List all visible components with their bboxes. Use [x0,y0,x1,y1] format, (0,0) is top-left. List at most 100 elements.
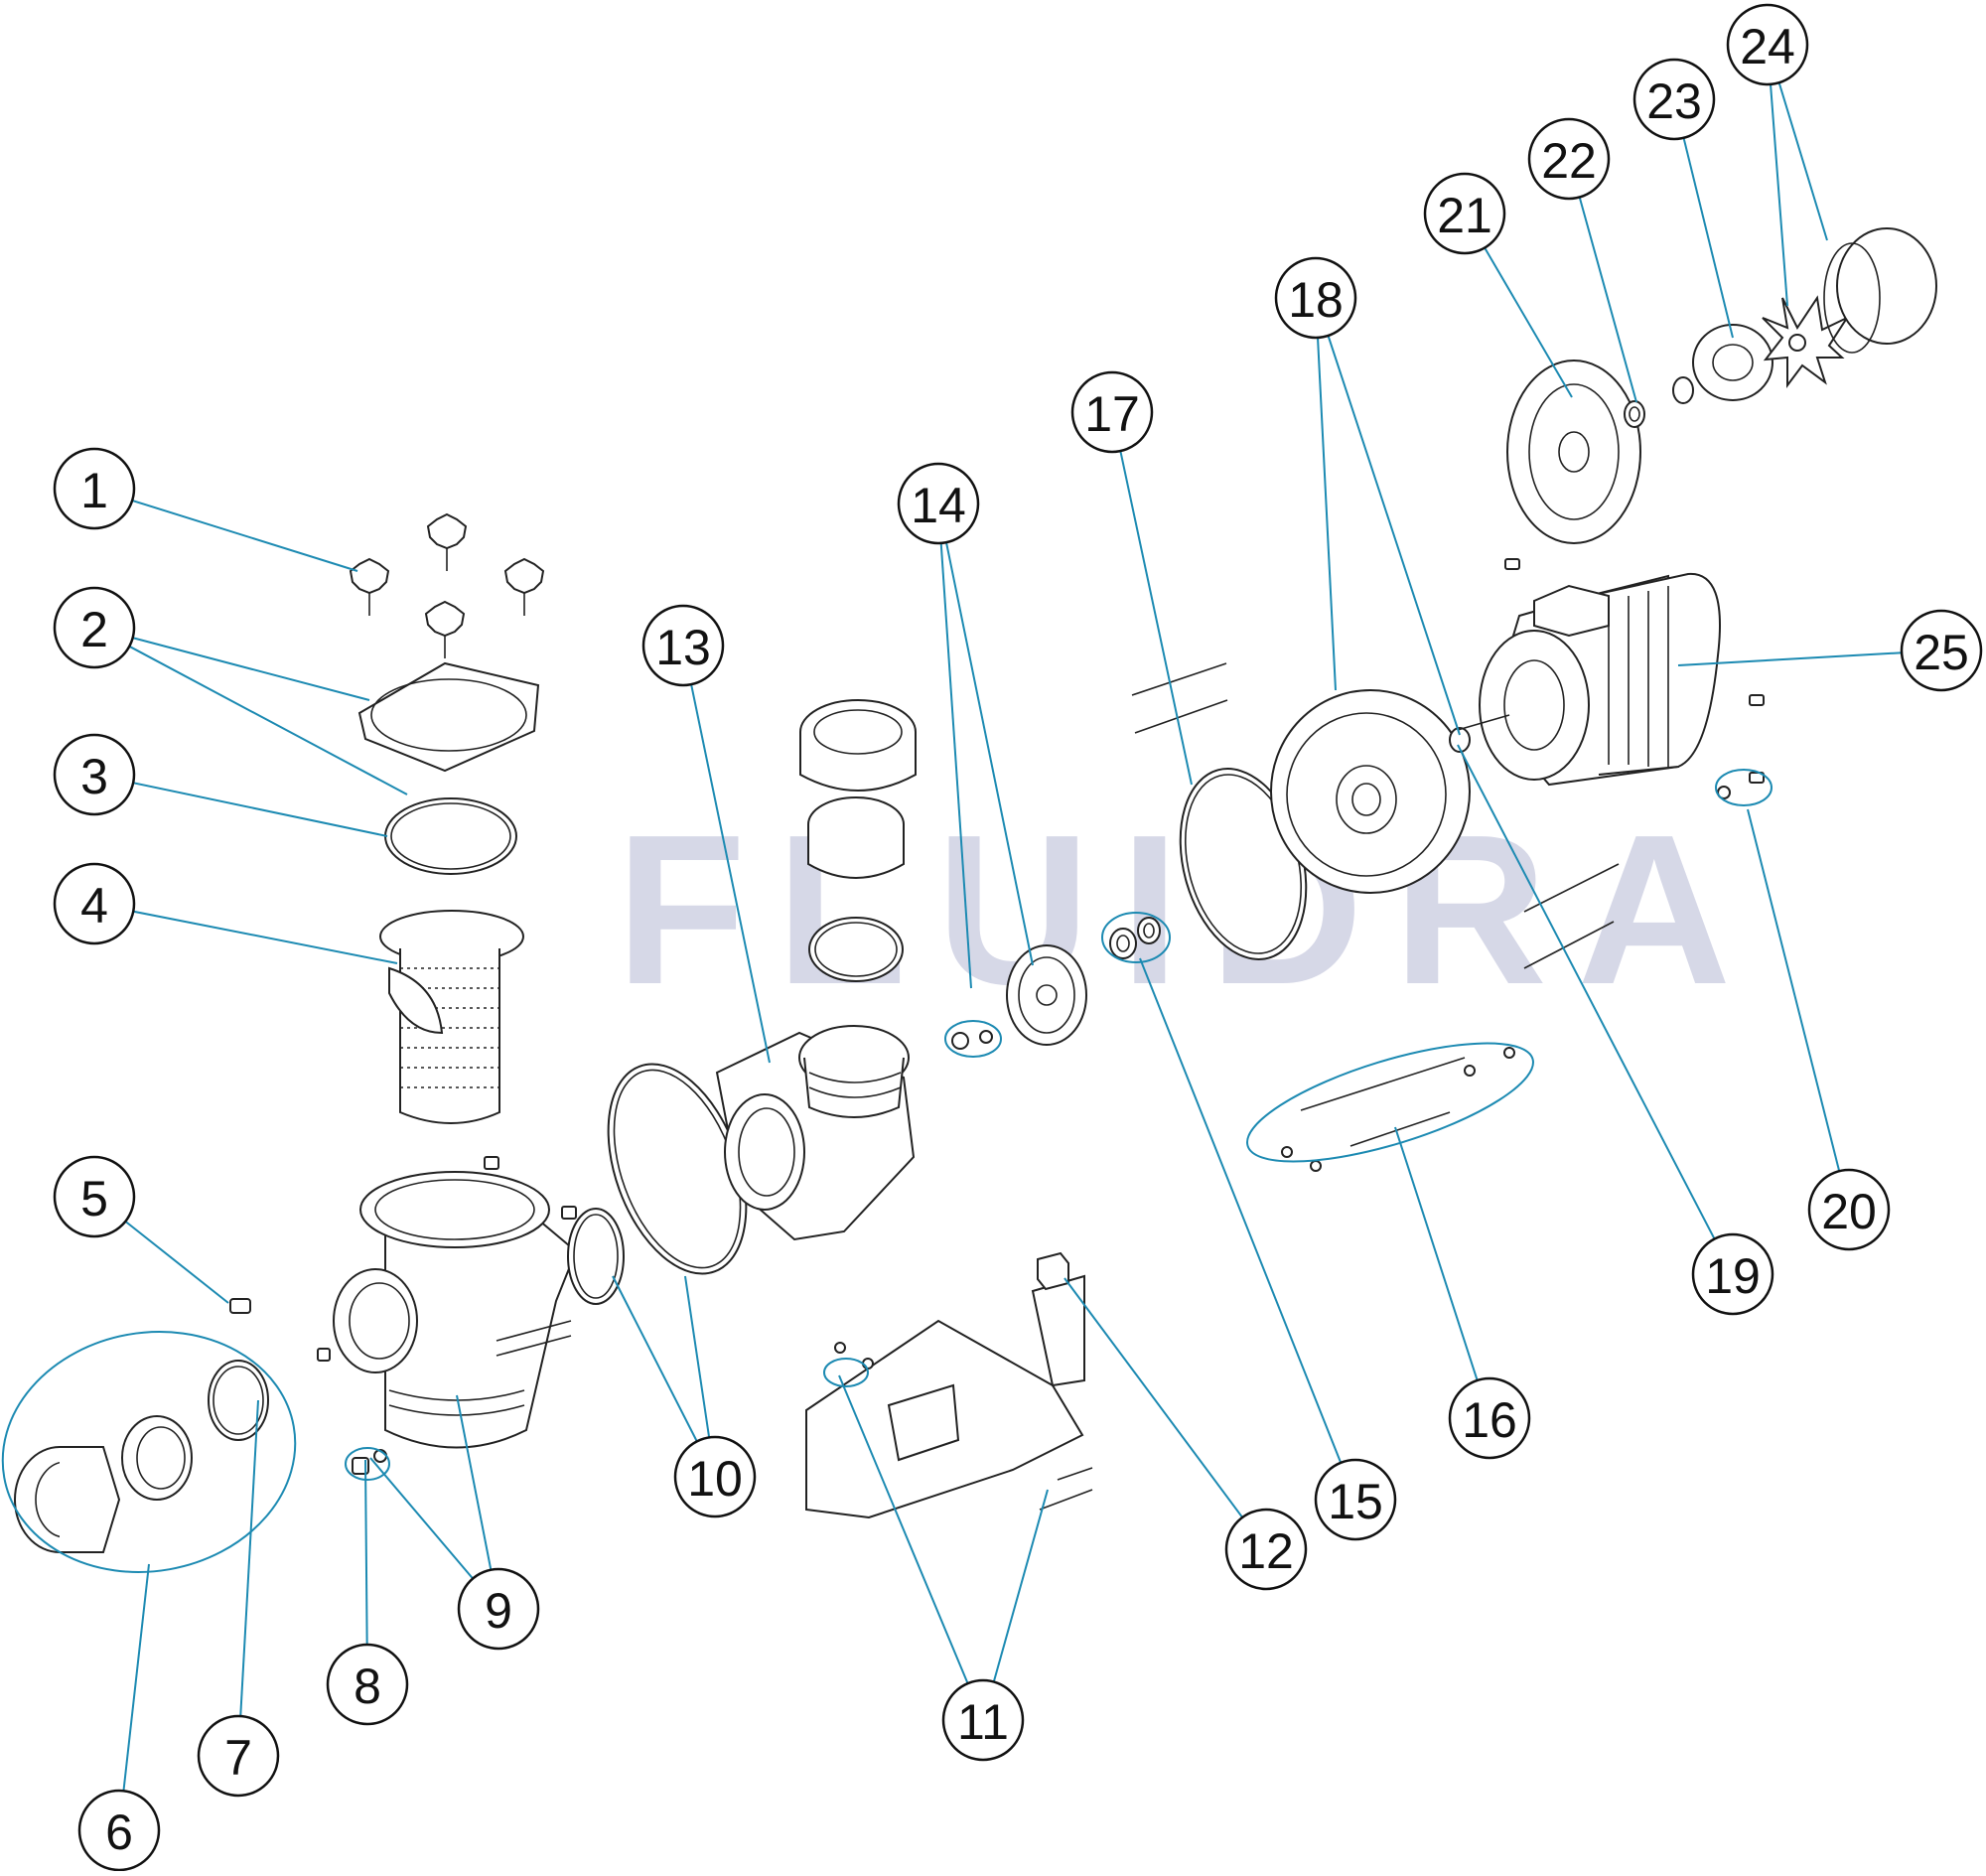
callout-circle-2 [53,586,136,669]
callout-22: 22 [1527,117,1611,201]
leader-line-3 [93,774,388,837]
callout-25: 25 [1900,609,1983,692]
leader-line-19 [1457,744,1734,1275]
leader-line-20 [1747,808,1850,1211]
electric-motor [1457,572,1721,787]
callout-circle-6 [77,1789,161,1872]
shaft-washer [1449,727,1471,753]
callout-20: 20 [1807,1168,1891,1251]
callout-2: 2 [53,586,136,669]
mechanical-seal [1109,917,1161,959]
leader-line-4 [93,903,398,964]
callout-17: 17 [1070,370,1154,454]
callout-circle-7 [197,1714,280,1798]
callout-1: 1 [53,447,136,530]
callout-circle-25 [1900,609,1983,692]
callout-number-24: 24 [1740,19,1795,74]
callout-7: 7 [197,1714,280,1798]
callout-15: 15 [1314,1458,1397,1541]
callout-24: 24 [1726,3,1809,86]
callout-circle-19 [1691,1232,1774,1316]
lid-knobs [349,512,545,658]
leader-line-24 [1767,44,1788,307]
callout-3: 3 [53,733,136,816]
fluidra-watermark: FLUIDRA [616,790,1761,1029]
leader-line-13 [682,645,771,1064]
callout-circle-11 [941,1678,1025,1762]
drain-plug-small [229,1298,251,1314]
callout-number-14: 14 [911,478,966,533]
fan-and-cover [1762,227,1937,388]
callout-circle-21 [1423,172,1506,255]
callout-number-21: 21 [1437,188,1492,243]
callout-12: 12 [1224,1508,1308,1591]
bearing-front [1624,400,1645,428]
tie-rods [1131,662,1620,1172]
callout-number-5: 5 [80,1171,108,1227]
impeller [951,944,1087,1050]
leader-line-16 [1394,1126,1490,1419]
leader-line-15 [1139,957,1356,1501]
callout-circle-15 [1314,1458,1397,1541]
callout-number-16: 16 [1462,1392,1517,1448]
callout-number-4: 4 [80,878,108,934]
callout-circle-16 [1448,1376,1531,1460]
seal-plate [1270,689,1471,894]
pump-body [715,1025,916,1241]
callout-circle-5 [53,1155,136,1238]
callout-number-10: 10 [687,1451,743,1507]
callout-number-8: 8 [354,1659,381,1714]
union-set-upper [799,699,917,982]
callout-number-1: 1 [80,463,108,518]
callout-circle-14 [897,462,980,545]
callout-number-2: 2 [80,602,108,657]
strainer-basket [379,910,524,1124]
callout-13: 13 [641,604,725,687]
callout-circle-10 [673,1435,757,1518]
callout-number-13: 13 [655,620,711,675]
leader-line-11 [838,1374,984,1721]
callout-9: 9 [457,1567,540,1651]
callout-circle-17 [1070,370,1154,454]
union-nut [14,1415,193,1553]
union-oring [208,1360,269,1441]
callout-number-22: 22 [1541,133,1597,189]
callout-number-6: 6 [105,1804,133,1860]
leader-line-14 [937,503,1034,966]
motor-base [805,1274,1093,1519]
callout-circle-9 [457,1567,540,1651]
callout-number-3: 3 [80,749,108,804]
leader-line-22 [1568,158,1637,403]
callout-number-12: 12 [1238,1523,1294,1579]
leader-line-2 [93,627,370,701]
leader-line-17 [1111,411,1193,786]
callout-number-20: 20 [1821,1184,1877,1239]
leader-line-25 [1677,649,1942,666]
callout-16: 16 [1448,1376,1531,1460]
leader-line-18 [1315,297,1337,691]
callout-circle-22 [1527,117,1611,201]
callout-circle-12 [1224,1508,1308,1591]
end-shield [1672,324,1773,404]
leader-line-14 [937,503,972,989]
leader-line-1 [93,488,358,572]
callout-number-18: 18 [1288,272,1344,328]
callout-bubbles: 1234567891011121314151617181920212223242… [53,3,1983,1872]
callout-8: 8 [326,1643,409,1726]
highlight-ellipses [1,769,1773,1573]
callout-21: 21 [1423,172,1506,255]
callout-4: 4 [53,862,136,945]
callout-5: 5 [53,1155,136,1238]
motor-flange [1506,360,1641,544]
callout-circle-20 [1807,1168,1891,1251]
callout-circle-3 [53,733,136,816]
leader-line-18 [1315,297,1461,736]
callout-number-15: 15 [1328,1474,1383,1529]
callout-18: 18 [1274,256,1357,340]
callout-number-25: 25 [1914,625,1969,680]
callout-number-9: 9 [485,1583,512,1639]
lid-frame [357,661,540,773]
callout-11: 11 [941,1678,1025,1762]
callout-circle-8 [326,1643,409,1726]
